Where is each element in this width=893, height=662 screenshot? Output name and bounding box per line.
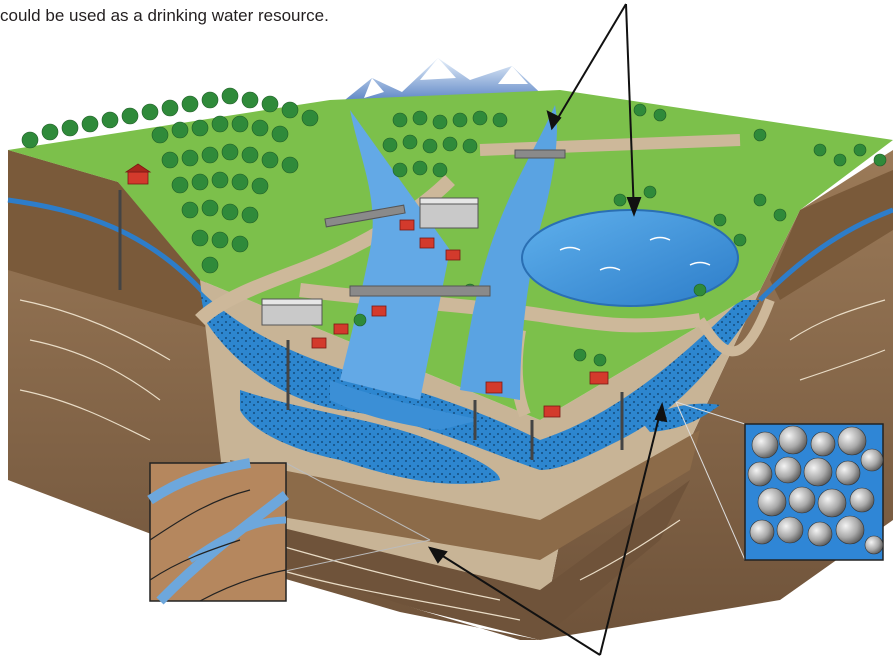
aquifer-layer [200, 290, 760, 484]
well-icon [118, 190, 624, 460]
house-icon [124, 163, 609, 418]
pond [521, 209, 739, 307]
left-block-side [7, 150, 540, 640]
caption-text: could be used as a drinking water resour… [0, 6, 329, 25]
treatment-plant-icon [261, 197, 479, 326]
inset-gravel-pores [675, 401, 884, 561]
tree-icon [21, 87, 887, 367]
inset-rock-fractures [147, 458, 431, 605]
arrow-icon [427, 3, 668, 656]
bridge-icon [324, 149, 566, 297]
